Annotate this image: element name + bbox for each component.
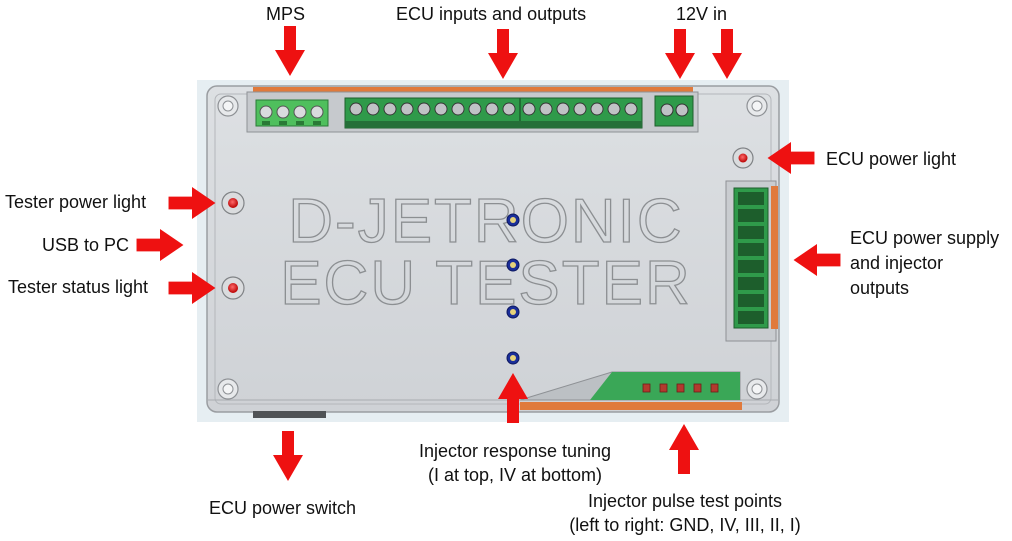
label-ecu-supply-3: outputs xyxy=(850,278,910,298)
label-ecu-supply-1: ECU power supply xyxy=(850,228,1000,248)
arrow-ecu-io xyxy=(488,29,518,79)
tester-status-led xyxy=(221,276,245,300)
label-ecu-supply-2: and injector xyxy=(850,253,944,273)
ecu-power-led xyxy=(732,147,754,169)
mounting-holes xyxy=(217,95,768,400)
ecu-power-switch[interactable] xyxy=(253,411,326,418)
arrow-ecu-supply xyxy=(793,244,841,276)
arrow-pulse-points xyxy=(669,424,699,474)
label-usb-to-pc: USB to PC xyxy=(42,235,130,255)
label-12v-in: 12V in xyxy=(676,4,728,24)
label-pulse-points-2: (left to right: GND, IV, III, II, I) xyxy=(569,515,801,535)
box-title-line2: ECU TESTER xyxy=(280,249,692,318)
injector-tuning-pots[interactable] xyxy=(506,213,520,365)
arrow-usb xyxy=(136,229,184,261)
label-tester-power-light: Tester power light xyxy=(5,192,147,212)
label-mps: MPS xyxy=(266,4,306,24)
arrow-12v-a xyxy=(665,29,695,79)
arrow-mps xyxy=(275,26,305,76)
label-ecu-power-light: ECU power light xyxy=(826,149,957,169)
label-ecu-power-switch: ECU power switch xyxy=(209,498,357,518)
arrow-12v-b xyxy=(712,29,742,79)
ecu-io-connector xyxy=(344,97,643,129)
label-tester-status-light: Tester status light xyxy=(8,277,149,297)
box-title-line1: D-JETRONIC xyxy=(288,187,683,256)
label-ecu-io: ECU inputs and outputs xyxy=(396,4,587,24)
ecu-supply-connector xyxy=(725,180,778,342)
arrow-power-switch xyxy=(273,431,303,481)
tester-power-led xyxy=(221,191,245,215)
label-injector-tuning-1: Injector response tuning xyxy=(418,441,612,461)
pulse-test-pcb xyxy=(519,371,742,410)
label-pulse-points-1: Injector pulse test points xyxy=(587,491,783,511)
mps-connector xyxy=(255,99,329,127)
label-injector-tuning-2: (I at top, IV at bottom) xyxy=(427,465,603,485)
power-in-connector xyxy=(654,95,694,127)
